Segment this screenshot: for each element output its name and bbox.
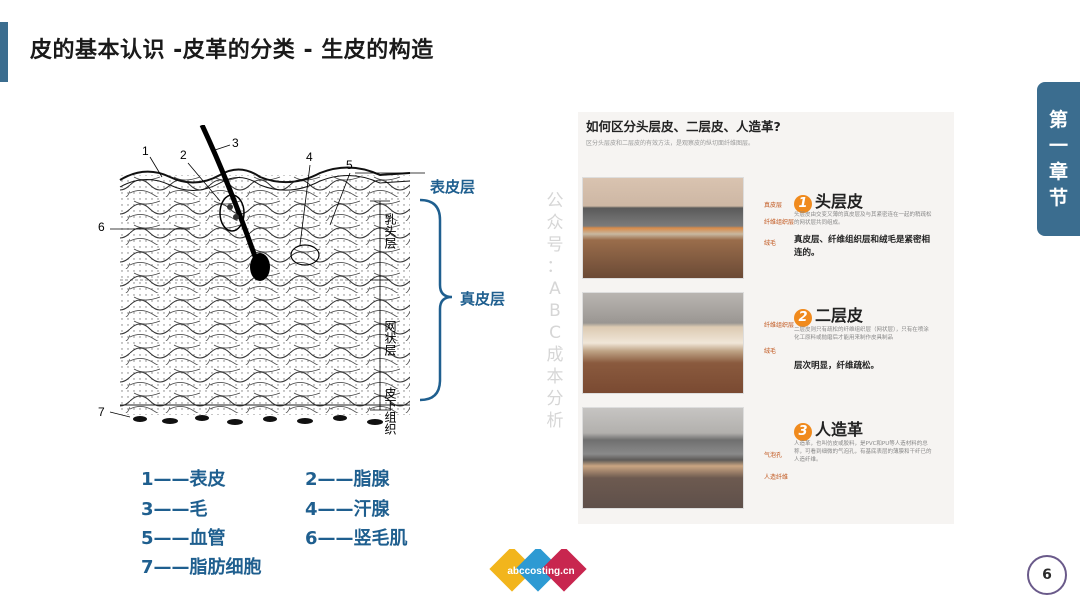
type-desc: 二层皮则只有疏松的纤维组织层（网状层），只有在喷涂化工原料或抛磨后才能用来制作皮… (794, 326, 934, 342)
sample-label: 真皮层 (764, 200, 782, 209)
sample-split (582, 292, 744, 394)
sample-synthetic (582, 407, 744, 509)
type-desc: 头层皮由交变又薄的真皮层及与其紧密连在一起的稍疏松的网状层共同组成。 (794, 211, 934, 227)
callout-number: 5 (346, 158, 353, 172)
chapter-char: 章 (1049, 159, 1068, 185)
sample-label: 气泡孔 (764, 450, 782, 459)
layer-epidermis-label: 表皮层 (430, 178, 475, 196)
chapter-char: 一 (1049, 133, 1068, 159)
legend-item: 3——毛 (141, 495, 208, 521)
sublayer-reticular-label: 网状层 (383, 320, 397, 357)
legend-item: 5——血管 (141, 524, 226, 550)
sample-label: 绒毛 (764, 346, 776, 355)
sample-label: 绒毛 (764, 238, 776, 247)
type-key: 层次明显，纤维疏松。 (794, 360, 934, 373)
callout-number: 6 (98, 220, 105, 234)
chapter-char: 第 (1049, 107, 1068, 133)
abccosting-logo: abccosting.cn (488, 549, 594, 593)
sample-full-grain (582, 177, 744, 279)
chapter-char: 节 (1049, 185, 1068, 211)
callout-number: 4 (306, 150, 313, 164)
type-desc: 人造革，也叫仿皮或胶料，是PVC和PU等人造材料的总称，可看到细微的气泡孔，有基… (794, 440, 934, 464)
chapter-tab[interactable]: 第 一 章 节 (1037, 82, 1080, 236)
sublayer-papillary-label: 乳头层 (383, 213, 397, 250)
sublayer-subcutaneous-label: 皮下组织 (383, 387, 397, 435)
callout-number: 1 (142, 144, 149, 158)
svg-text:abccosting.cn: abccosting.cn (507, 566, 574, 577)
legend-item: 2——脂腺 (305, 465, 390, 491)
sample-label: 纤维组织层 (764, 320, 794, 329)
callout-number: 7 (98, 405, 105, 419)
skin-structure-diagram: 1 2 3 4 5 6 7 乳头层 网状层 皮下组织 表皮层 真皮层 (90, 125, 540, 455)
photo-subtitle: 区分头层皮和二层皮的有效方法，是观察皮的纵切面纤维图层。 (586, 138, 754, 147)
type-key: 真皮层、纤维组织层和绒毛是紧密相连的。 (794, 234, 934, 260)
legend-item: 4——汗腺 (305, 495, 390, 521)
legend-item: 7——脂肪细胞 (141, 553, 262, 579)
callout-number: 2 (180, 148, 187, 162)
layer-dermis-label: 真皮层 (460, 290, 505, 308)
callout-number: 3 (232, 136, 239, 150)
sample-label: 人造纤维 (764, 472, 788, 481)
sample-label: 纤维组织层 (764, 217, 794, 226)
photo-question: 如何区分头层皮、二层皮、人造革? (586, 116, 781, 135)
page-number-badge: 6 (1027, 555, 1067, 595)
title-accent-bar (0, 22, 8, 82)
leather-comparison-image: 如何区分头层皮、二层皮、人造革? 区分头层皮和二层皮的有效方法，是观察皮的纵切面… (578, 112, 954, 524)
legend-item: 1——表皮 (141, 465, 226, 491)
legend-item: 6——竖毛肌 (305, 524, 408, 550)
page-title: 皮的基本认识 -皮革的分类 - 生皮的构造 (30, 32, 434, 64)
